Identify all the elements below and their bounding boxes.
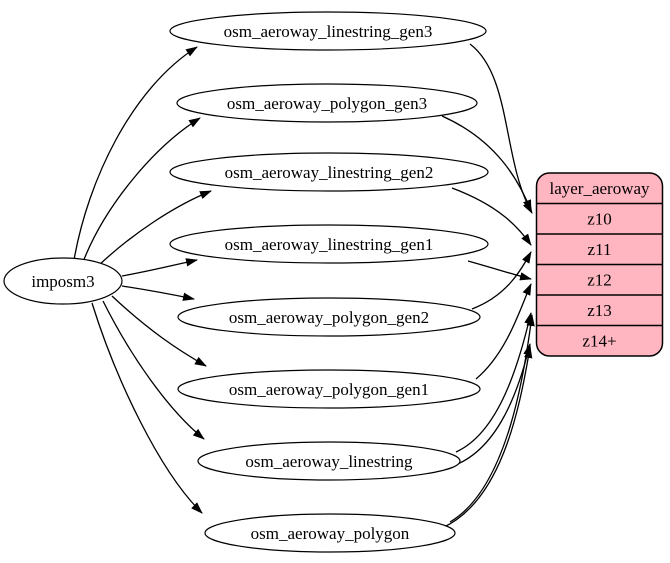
layer-header-label: layer_aeroway <box>549 179 650 198</box>
node-layer-aeroway: layer_aeroway z10 z11 z12 z13 z14+ <box>535 172 664 357</box>
node-osm-aeroway-linestring: osm_aeroway_linestring <box>197 441 461 481</box>
edge-imposm3-to-polygon-gen1 <box>111 295 207 367</box>
node-osm-aeroway-linestring-gen3: osm_aeroway_linestring_gen3 <box>169 11 487 51</box>
imposm3-ellipse <box>3 257 123 305</box>
node-osm-aeroway-polygon-gen1: osm_aeroway_polygon_gen1 <box>177 369 481 409</box>
edges-from-source <box>73 46 212 514</box>
node-osm-aeroway-linestring-gen1: osm_aeroway_linestring_gen1 <box>169 224 489 264</box>
edge-imposm3-to-polygon-gen2 <box>121 285 195 301</box>
table-label: osm_aeroway_linestring_gen3 <box>224 22 433 41</box>
table-label: osm_aeroway_linestring <box>245 452 413 471</box>
layer-row-z14: z14+ <box>582 332 616 351</box>
edge-imposm3-to-linestring <box>102 300 205 440</box>
edge-imposm3-to-linestring-gen3 <box>73 46 198 261</box>
table-label: osm_aeroway_polygon_gen3 <box>227 94 427 113</box>
table-label: osm_aeroway_linestring_gen2 <box>225 163 434 182</box>
table-ellipse <box>204 513 456 553</box>
node-osm-aeroway-polygon-gen2: osm_aeroway_polygon_gen2 <box>177 297 481 337</box>
edge-polygon-gen1-to-z12 <box>475 283 532 380</box>
layer-row-z10: z10 <box>587 210 612 229</box>
node-osm-aeroway-polygon-gen3: osm_aeroway_polygon_gen3 <box>176 83 478 123</box>
table-ellipse <box>176 83 478 123</box>
edge-imposm3-to-linestring-gen1 <box>121 258 198 277</box>
edge-polygon-to-z14 <box>441 346 533 529</box>
node-imposm3: imposm3 <box>3 257 123 305</box>
edge-imposm3-to-polygon-gen3 <box>82 117 201 263</box>
table-ellipse <box>169 152 489 192</box>
edges-to-layer <box>441 43 535 529</box>
table-label: osm_aeroway_polygon <box>251 524 410 543</box>
table-label: osm_aeroway_polygon_gen1 <box>229 380 429 399</box>
edge-linestring-gen1-to-z12 <box>467 260 532 281</box>
edge-linestring-gen2-to-z11 <box>451 187 532 246</box>
table-ellipse <box>197 441 461 481</box>
table-label: osm_aeroway_linestring_gen1 <box>225 235 434 254</box>
edge-linestring-gen3-to-z10 <box>469 43 533 214</box>
edge-imposm3-to-linestring-gen2 <box>97 190 212 267</box>
edge-polygon-gen3-to-z10 <box>441 115 532 212</box>
edge-polygon-to-z13 <box>449 314 535 523</box>
edge-linestring-to-z13 <box>455 312 533 453</box>
table-label: osm_aeroway_polygon_gen2 <box>229 308 429 327</box>
edge-polygon-gen2-to-z11 <box>471 251 532 310</box>
table-ellipse <box>169 11 487 51</box>
layer-row-z13: z13 <box>587 301 612 320</box>
layer-row-z11: z11 <box>588 240 612 259</box>
table-ellipse <box>177 369 481 409</box>
imposm3-label: imposm3 <box>31 272 94 291</box>
edge-linestring-to-z14 <box>445 343 532 469</box>
table-ellipse <box>169 224 489 264</box>
layer-row-z12: z12 <box>587 271 612 290</box>
node-osm-aeroway-polygon: osm_aeroway_polygon <box>204 513 456 553</box>
table-ellipse <box>177 297 481 337</box>
edge-imposm3-to-polygon <box>91 302 203 514</box>
node-osm-aeroway-linestring-gen2: osm_aeroway_linestring_gen2 <box>169 152 489 192</box>
